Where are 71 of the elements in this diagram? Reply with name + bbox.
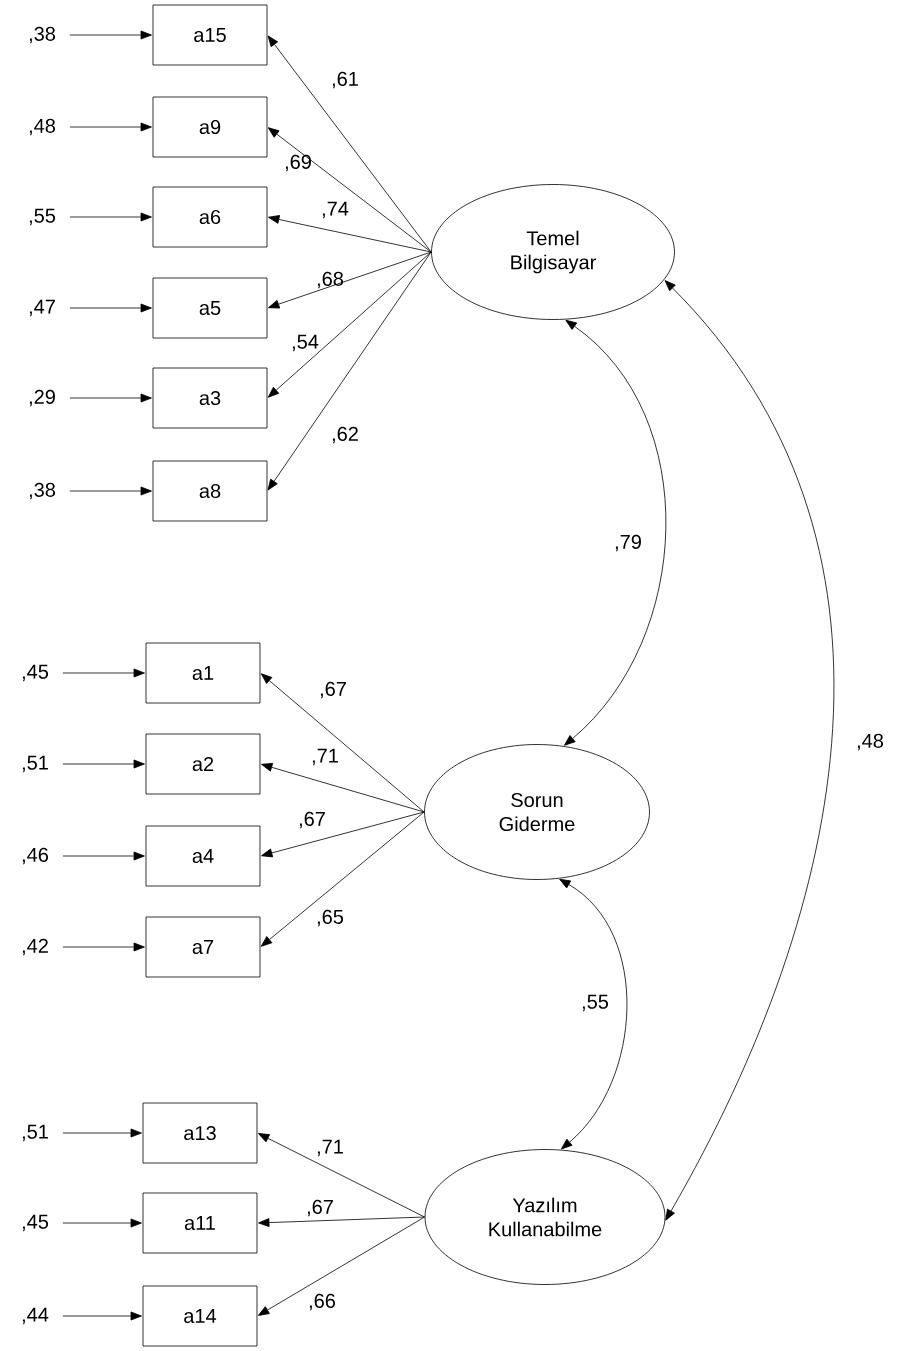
arrow [69, 486, 152, 496]
variable-box: a1 [145, 642, 261, 704]
edge-label: ,74 [322, 201, 349, 219]
arrow [564, 319, 667, 746]
error-value: ,38 [29, 26, 56, 44]
variable-box: a15 [152, 4, 268, 66]
arrow [62, 851, 145, 861]
variable-box: a2 [145, 733, 261, 795]
edge-label: ,67 [299, 811, 325, 829]
arrow [268, 215, 432, 253]
arrow [62, 1311, 142, 1321]
arrow [261, 811, 425, 858]
arrow [267, 251, 432, 491]
variable-box: a9 [152, 96, 268, 158]
arrow [62, 1218, 142, 1228]
edge-label: ,79 [615, 534, 641, 552]
arrow [267, 251, 432, 398]
arrow [69, 212, 152, 222]
error-value: ,51 [22, 755, 48, 773]
error-value: ,51 [22, 1124, 48, 1142]
edge-label: ,71 [312, 748, 338, 766]
arrow [258, 1216, 425, 1316]
arrow [559, 878, 628, 1150]
edge-label: ,48 [857, 733, 884, 751]
arrow [260, 673, 425, 813]
arrow [261, 763, 425, 813]
edge-label: ,67 [320, 681, 346, 699]
arrow [62, 1128, 142, 1138]
variable-box: a7 [145, 916, 261, 978]
error-value: ,38 [29, 482, 56, 500]
variable-box: a4 [145, 825, 261, 887]
edge-label: ,66 [309, 1293, 335, 1311]
variable-box: a8 [152, 460, 268, 522]
edge-label: ,54 [292, 334, 319, 352]
variable-box: a3 [152, 367, 268, 429]
edge-label: ,68 [317, 271, 344, 289]
error-value: ,44 [22, 1307, 49, 1325]
arrow [69, 30, 152, 40]
edge-label: ,71 [317, 1139, 343, 1157]
arrow [69, 393, 152, 403]
arrow [62, 942, 145, 952]
edge-label: ,62 [332, 426, 358, 444]
arrow [62, 759, 145, 769]
error-value: ,29 [29, 389, 55, 407]
error-value: ,46 [22, 847, 48, 865]
arrow [664, 280, 834, 1221]
arrow [268, 251, 432, 309]
arrow [267, 127, 432, 253]
error-value: ,48 [29, 118, 56, 136]
edge-label: ,55 [582, 994, 609, 1012]
arrow [267, 35, 432, 253]
variable-box: a5 [152, 277, 268, 339]
arrow [62, 668, 145, 678]
error-value: ,47 [29, 299, 55, 317]
arrow [69, 122, 152, 132]
arrow [258, 1133, 425, 1218]
edge-label: ,67 [307, 1199, 333, 1217]
error-value: ,55 [29, 208, 56, 226]
edge-label: ,65 [317, 909, 344, 927]
variable-box: a6 [152, 186, 268, 248]
edge-label: ,61 [332, 71, 358, 89]
variable-box: a14 [142, 1285, 258, 1347]
error-value: ,42 [22, 938, 48, 956]
variable-box: a11 [142, 1192, 258, 1254]
arrow [258, 1216, 425, 1227]
arrow [69, 303, 152, 313]
error-value: ,45 [22, 1214, 49, 1232]
error-value: ,45 [22, 664, 49, 682]
edge-label: ,69 [285, 154, 311, 172]
variable-box: a13 [142, 1102, 258, 1164]
arrow [260, 811, 425, 947]
